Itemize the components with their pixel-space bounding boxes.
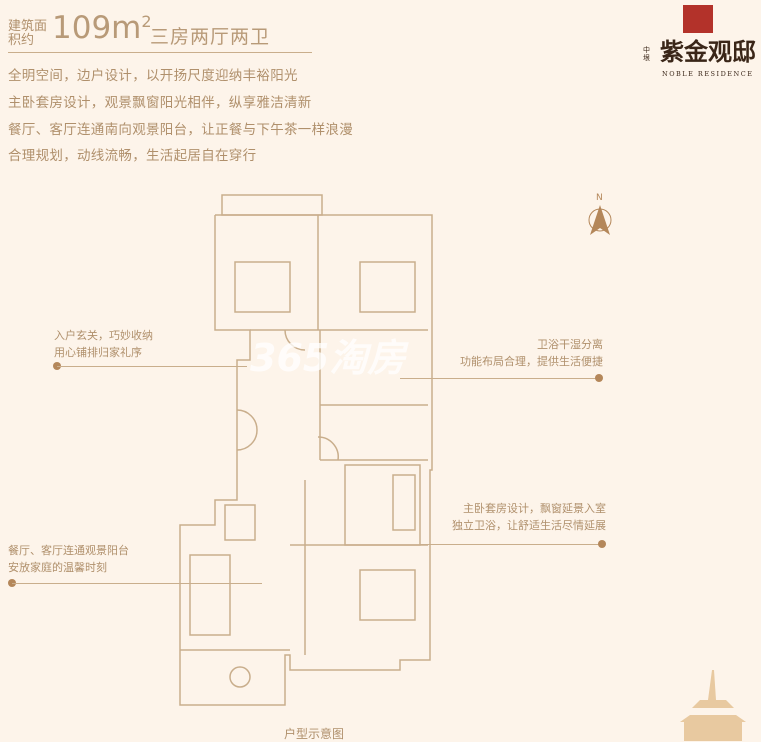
area-label: 建筑面积约: [8, 19, 48, 48]
note-line: 功能布局合理，提供生活便捷: [460, 355, 603, 368]
note-leader-line: [420, 544, 602, 545]
note-line: 入户玄关，巧妙收纳: [54, 329, 153, 342]
note-living: 餐厅、客厅连通观景阳台 安放家庭的温馨时刻: [8, 542, 129, 576]
area-value: 109m2: [52, 10, 152, 46]
feature-line: 合理规划，动线流畅，生活起居自在穿行: [8, 148, 257, 164]
feature-line: 主卧套房设计，观景飘窗阳光相伴，纵享雅洁清新: [8, 95, 312, 111]
area-number: 109m: [52, 10, 142, 46]
logo-english: NOBLE RESIDENCE: [662, 70, 754, 78]
note-leader-line: [400, 378, 600, 379]
watermark: 365淘房: [250, 336, 406, 380]
logo-small-text: 中垠: [643, 46, 650, 62]
note-line: 用心铺排归家礼序: [54, 346, 142, 359]
note-line: 主卧套房设计，飘窗延景入室: [463, 502, 606, 515]
note-line: 餐厅、客厅连通观景阳台: [8, 544, 129, 557]
logo-name: 紫金观邸: [660, 37, 756, 66]
logo-seal-icon: [683, 5, 713, 33]
pagoda-icon: [680, 670, 746, 741]
plan-caption: 户型示意图: [284, 727, 345, 741]
note-line: 卫浴干湿分离: [537, 338, 603, 351]
note-dot: [595, 374, 603, 382]
layout-type: 三房两厅两卫: [150, 26, 271, 48]
compass-label: N: [596, 193, 603, 203]
note-dot: [598, 540, 606, 548]
note-line: 独立卫浴，让舒适生活尽情延展: [452, 519, 606, 532]
floor-plan-walls: [179, 194, 433, 706]
feature-line: 餐厅、客厅连通南向观景阳台，让正餐与下午茶一样浪漫: [8, 122, 353, 138]
header-divider: [8, 52, 312, 53]
note-leader-line: [12, 583, 262, 584]
note-bath: 卫浴干湿分离 功能布局合理，提供生活便捷: [430, 336, 603, 370]
area-unit-sup: 2: [141, 12, 152, 31]
feature-line: 全明空间，边户设计，以开扬尺度迎纳丰裕阳光: [8, 68, 298, 84]
note-master: 主卧套房设计，飘窗延景入室 独立卫浴，让舒适生活尽情延展: [430, 500, 606, 534]
note-entry: 入户玄关，巧妙收纳 用心铺排归家礼序: [54, 327, 153, 361]
compass-icon: [588, 205, 612, 235]
note-line: 安放家庭的温馨时刻: [8, 561, 107, 574]
note-leader-line: [57, 366, 247, 367]
